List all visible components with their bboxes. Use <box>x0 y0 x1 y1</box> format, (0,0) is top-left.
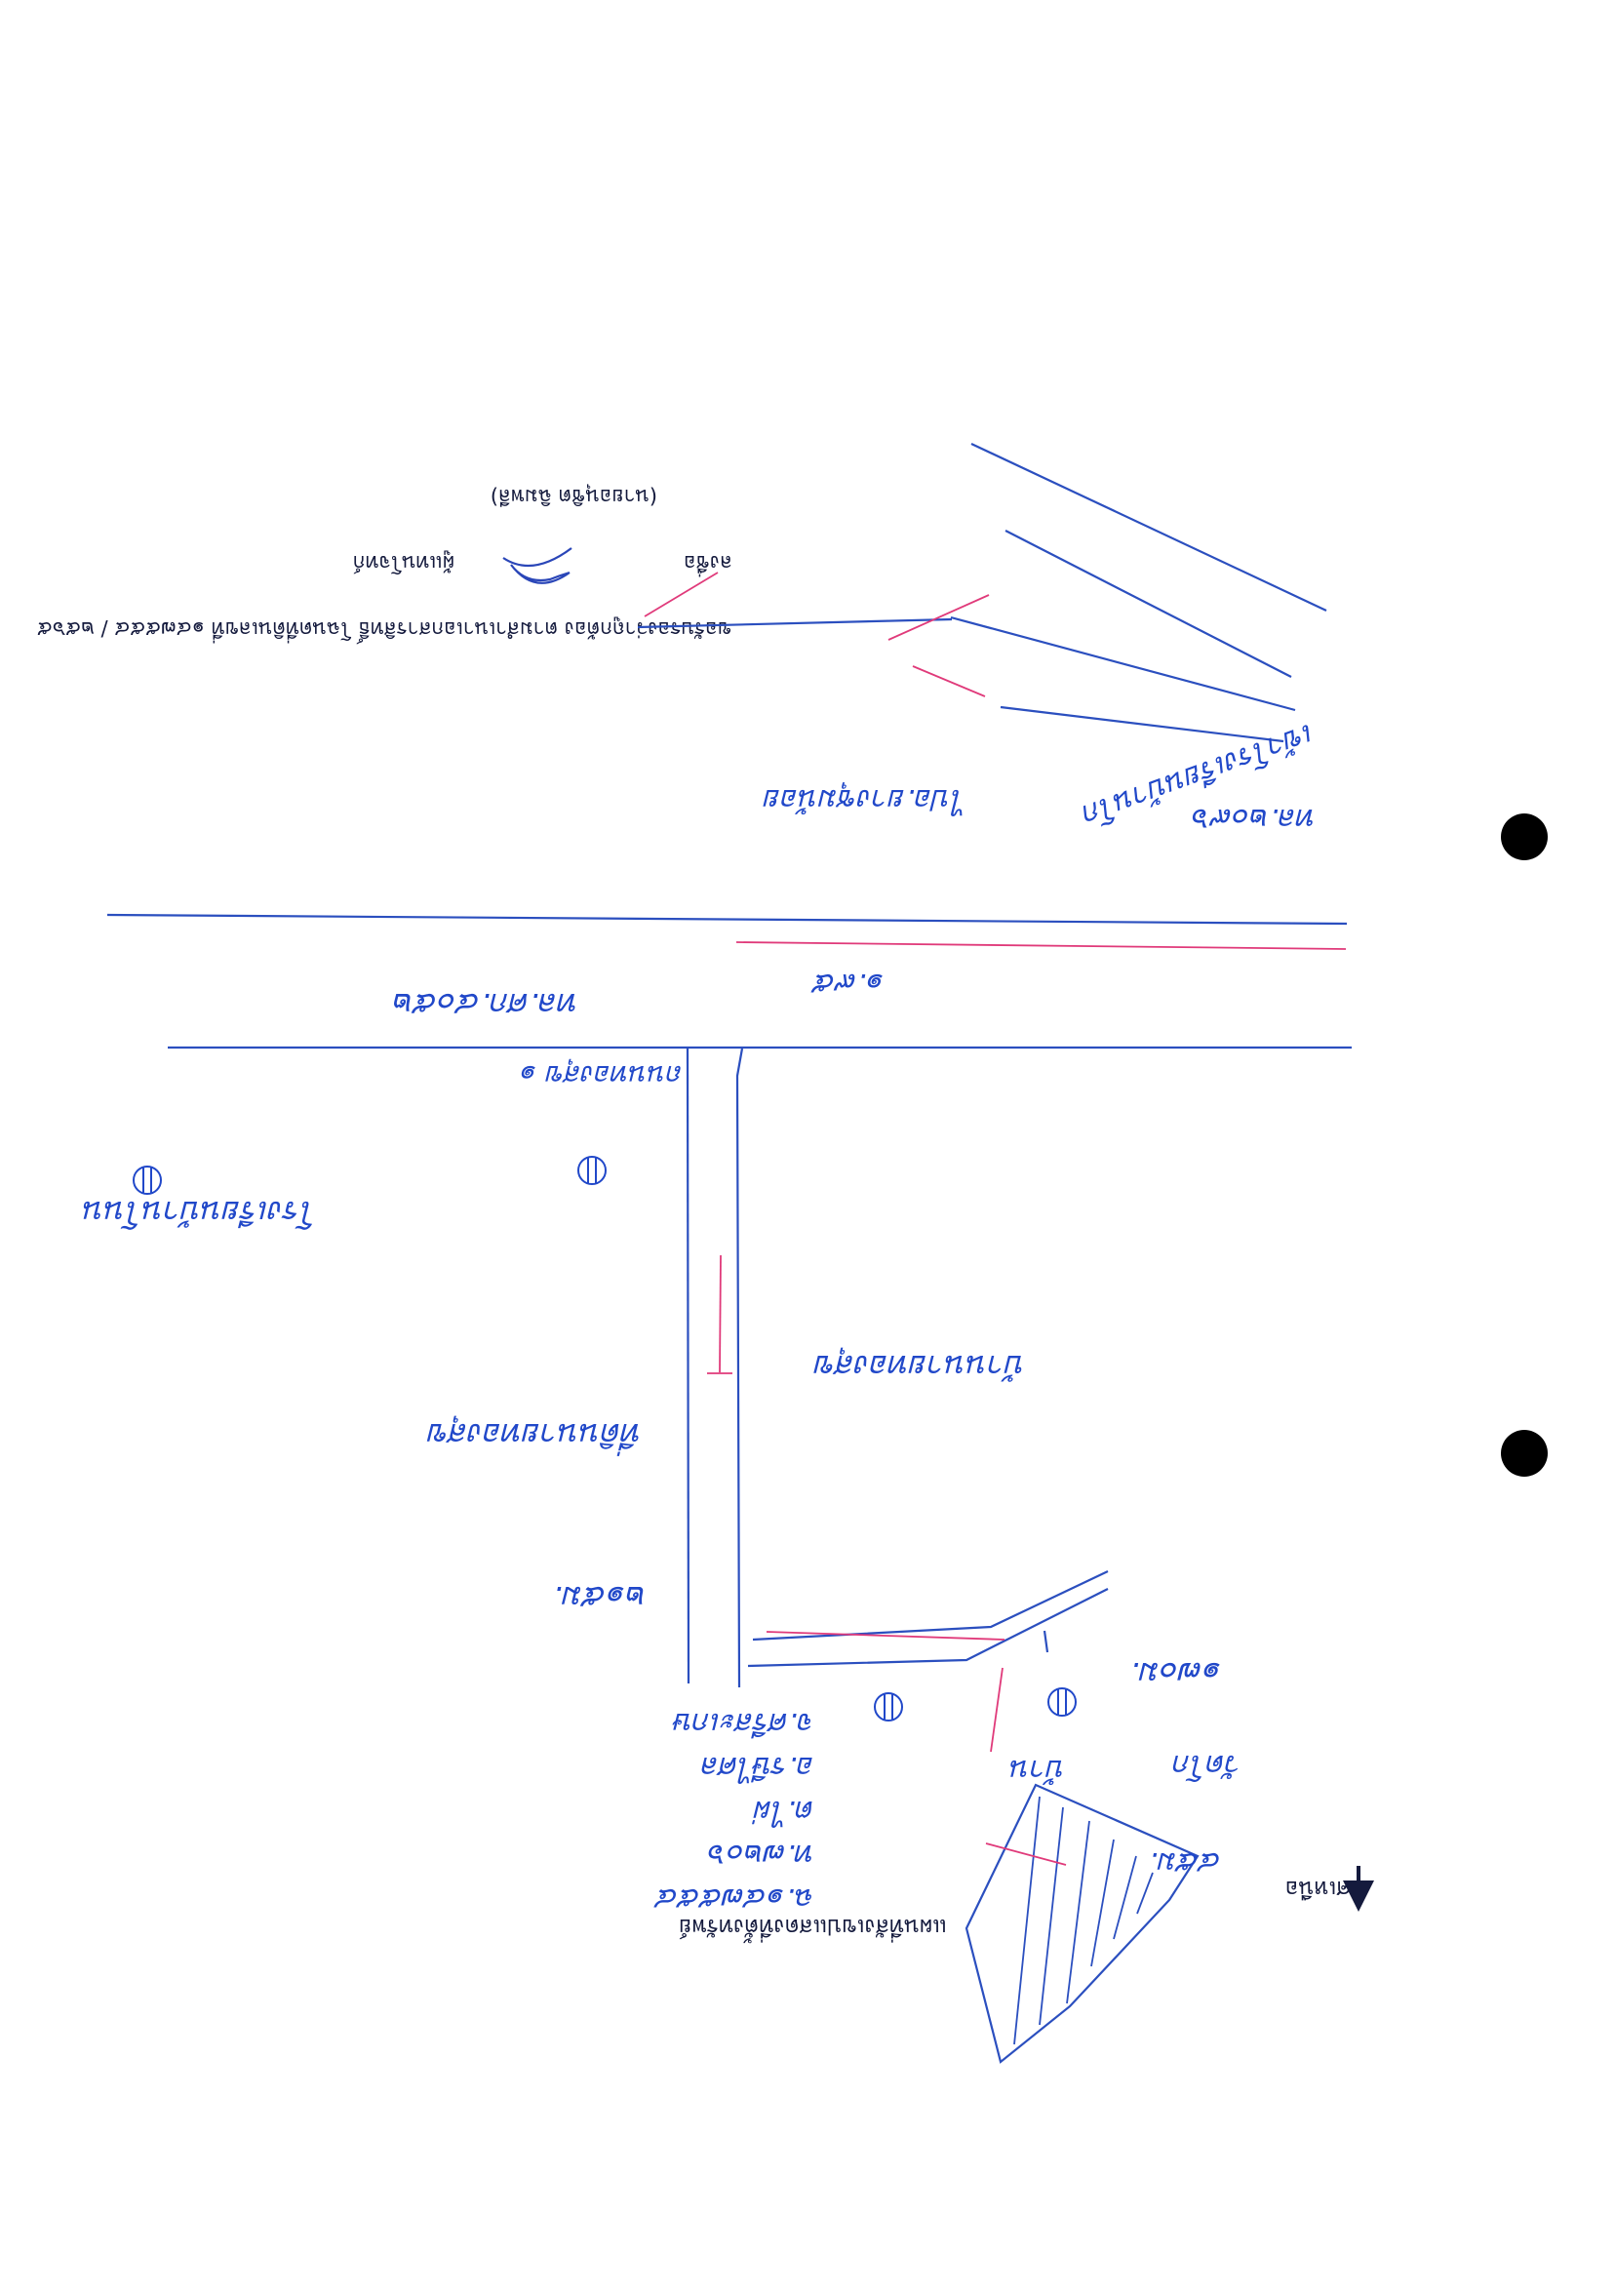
signature-label: ลงชื่อ <box>684 551 732 577</box>
survey-marker-icon <box>1047 1687 1077 1717</box>
road-diagonal-inner-line <box>970 443 1327 612</box>
survey-marker-icon <box>577 1156 607 1185</box>
arrow-plot-callout <box>985 1842 1067 1866</box>
arrow-215 <box>719 1254 722 1373</box>
road-diagonal-outer <box>1000 705 1284 743</box>
right-plot-label: บ้านนายทองสุข <box>813 1347 1026 1385</box>
province-name: จ.ศรีสะเกษ <box>672 1706 815 1740</box>
binder-hole-icon <box>1501 1430 1548 1477</box>
distance-45-label: ๔๕ม. <box>1149 1845 1222 1880</box>
arrow-to-town <box>644 572 719 617</box>
main-road-distance-arrow <box>735 941 1347 950</box>
arrow-to-highway <box>912 665 986 697</box>
side-road-short <box>1043 1630 1049 1653</box>
signer-name: (นายอนุชิต ฉิมพลี) <box>491 484 657 508</box>
side-road-lower <box>752 1570 1109 1642</box>
village-road-left <box>735 1048 744 1688</box>
distance-main-label: ๑.๙๕ <box>809 967 886 1001</box>
road-top-left <box>950 615 1296 712</box>
binder-hole-icon <box>1501 813 1548 860</box>
map-title: แผนที่สังเขปแสดงที่ตั้งทรัพย์ <box>679 1914 947 1943</box>
plot-hatch-2 <box>1113 1855 1137 1940</box>
plot-outline <box>965 1783 1200 2064</box>
main-road-top <box>106 913 1348 926</box>
left-plot-label: ที่ดินนายทองสุข <box>426 1415 643 1456</box>
village-road-right <box>686 1047 690 1684</box>
plot-hatch-1 <box>1136 1872 1154 1915</box>
village-name: ต.ไผ่ <box>751 1794 815 1828</box>
signature <box>502 547 572 584</box>
rotated-sketch: ขอรับรองว่าถูกต้อง ตามสำเนาเอกสารสิทธิ์ … <box>37 443 1374 2064</box>
arrow-45 <box>990 1667 1004 1753</box>
plot-hatch-5 <box>1039 1806 1064 2026</box>
signer-role: ผู้แทนโจทก์ <box>353 550 454 574</box>
plot-hatch-3 <box>1090 1839 1115 1967</box>
distance-170-label: ๑๗๐ม. <box>1130 1655 1223 1692</box>
deed-number: ฉ.๑๔๗๕๕๔ <box>652 1881 815 1916</box>
main-road-label: ทล.ศก.๔๐๕๒ <box>393 986 579 1023</box>
lot-number: ท.๗๒๐๖ <box>707 1838 815 1872</box>
survey-marker-icon <box>133 1166 162 1195</box>
arrow-to-highway-left <box>887 594 990 641</box>
school-label: โรงเรียนบ้านโนน <box>83 1194 318 1231</box>
survey-marker-icon <box>874 1692 903 1722</box>
plot-hatch-4 <box>1066 1820 1090 2004</box>
village-road-label: ถนนทองสุข ๑ <box>521 1058 684 1091</box>
to-town-label: ไปอ.ยางชุมน้อย <box>763 782 966 816</box>
temple-label: วัดโก <box>1172 1748 1242 1783</box>
distance-215-label: ๒๑๕ม. <box>553 1579 648 1616</box>
certify-line: ขอรับรองว่าถูกต้อง ตามสำเนาเอกสารสิทธิ์ … <box>37 616 731 645</box>
house-label: บ้าน <box>1009 1753 1066 1787</box>
plot-hatch-6 <box>1013 1796 1041 2045</box>
road-diagonal-short <box>637 617 953 629</box>
road-diagonal-outer-line <box>1004 530 1292 678</box>
arrow-170 <box>766 1631 1005 1641</box>
road-top-label: ทล.๒๐๙๖ <box>1191 802 1317 836</box>
side-road-upper <box>747 1588 1109 1668</box>
district-name: อ.รษีไศล <box>700 1750 815 1784</box>
